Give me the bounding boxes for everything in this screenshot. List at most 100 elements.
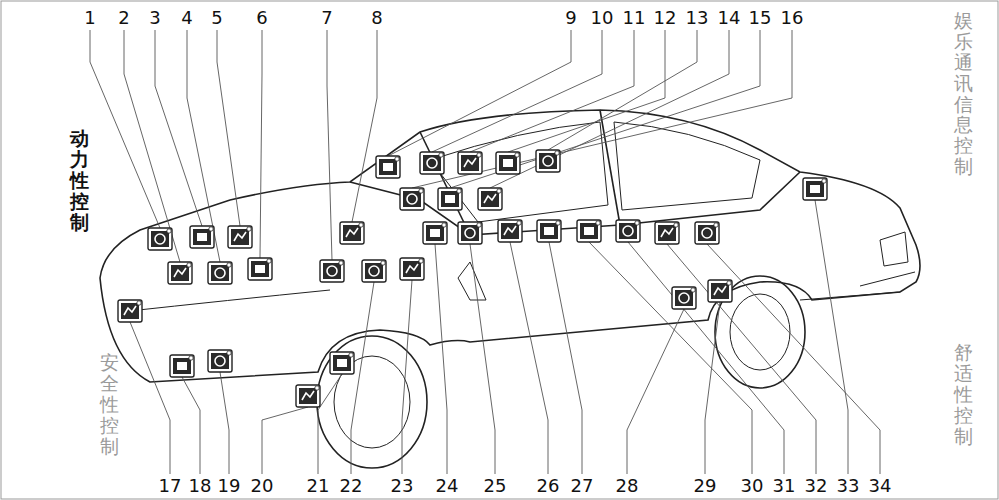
leader-line xyxy=(815,200,848,474)
function-icon xyxy=(168,262,192,284)
function-icon xyxy=(208,262,232,284)
leader-line xyxy=(352,30,377,222)
callout-number: 19 xyxy=(218,477,241,495)
leader-line xyxy=(262,407,308,474)
callout-number: 18 xyxy=(189,477,212,495)
callout-number: 11 xyxy=(623,9,646,27)
function-icon xyxy=(376,156,400,178)
function-icon xyxy=(296,385,320,407)
category-label: 安全性控制 xyxy=(100,352,119,456)
function-icon xyxy=(423,222,447,244)
function-icon xyxy=(803,178,827,200)
callout-number: 25 xyxy=(484,477,507,495)
callout-number: 30 xyxy=(741,477,764,495)
function-icon xyxy=(190,226,214,248)
callout-number: 2 xyxy=(118,9,129,27)
callout-number: 20 xyxy=(251,477,274,495)
callout-number: 8 xyxy=(371,9,382,27)
callout-number: 26 xyxy=(537,477,560,495)
leader-line xyxy=(124,30,180,262)
function-icon xyxy=(118,300,142,322)
callout-number: 9 xyxy=(565,9,576,27)
function-icon xyxy=(478,188,502,210)
leader-line xyxy=(707,244,880,474)
leader-line xyxy=(182,377,200,474)
leader-line xyxy=(402,280,412,474)
car-body xyxy=(100,110,920,468)
function-icon xyxy=(672,287,696,309)
callout-number: 21 xyxy=(307,477,330,495)
callout-number: 1 xyxy=(84,9,95,27)
leader-line xyxy=(548,30,697,150)
function-icon xyxy=(248,258,272,280)
function-icon xyxy=(695,222,719,244)
callout-number: 7 xyxy=(321,9,332,27)
callout-number: 29 xyxy=(694,477,717,495)
callout-number: 14 xyxy=(718,9,741,27)
leader-line xyxy=(470,244,495,474)
leader-line xyxy=(450,30,760,188)
function-icon xyxy=(496,152,520,174)
function-icon xyxy=(400,188,424,210)
function-icon xyxy=(170,355,194,377)
function-icon xyxy=(616,220,640,242)
function-icon xyxy=(458,222,482,244)
leader-line xyxy=(318,374,342,474)
leader-line xyxy=(667,244,816,474)
function-icon xyxy=(400,258,424,280)
leader-line xyxy=(628,242,784,474)
function-icon xyxy=(228,226,252,248)
function-icon xyxy=(655,222,679,244)
callout-number: 22 xyxy=(340,477,363,495)
callout-number: 24 xyxy=(436,477,459,495)
callout-number: 16 xyxy=(781,9,804,27)
function-icon xyxy=(340,222,364,244)
function-icon xyxy=(148,228,172,250)
leader-line xyxy=(549,242,582,474)
callout-number: 17 xyxy=(159,477,182,495)
callout-number: 10 xyxy=(591,9,614,27)
function-icon xyxy=(708,280,732,302)
function-icon xyxy=(420,152,444,174)
leader-line xyxy=(351,282,374,474)
leader-line xyxy=(470,30,634,152)
callout-number: 3 xyxy=(149,9,160,27)
callout-number: 23 xyxy=(391,477,414,495)
function-icon xyxy=(330,352,354,374)
leader-line xyxy=(705,302,720,474)
leader-line xyxy=(490,30,729,188)
function-icon xyxy=(577,220,601,242)
callout-number: 32 xyxy=(805,477,828,495)
callout-number: 33 xyxy=(837,477,860,495)
leader-line xyxy=(220,372,229,474)
callout-number: 4 xyxy=(181,9,192,27)
leader-line xyxy=(627,309,684,474)
leader-lines xyxy=(90,30,880,474)
function-icon xyxy=(320,260,344,282)
callout-number: 13 xyxy=(686,9,709,27)
leader-line xyxy=(90,30,160,228)
category-label: 舒适性控制 xyxy=(954,342,973,446)
category-label: 动力性控制 xyxy=(70,128,89,232)
leader-line xyxy=(187,30,220,262)
category-label: 娱乐通讯信息控制 xyxy=(954,10,973,177)
leader-line xyxy=(432,30,602,152)
leader-line xyxy=(327,30,332,260)
leader-line xyxy=(589,242,752,474)
callout-number: 31 xyxy=(773,477,796,495)
callout-number: 28 xyxy=(616,477,639,495)
leader-line xyxy=(130,322,170,474)
callout-number: 27 xyxy=(571,477,594,495)
function-icon xyxy=(537,220,561,242)
callout-number: 12 xyxy=(654,9,677,27)
function-icon xyxy=(458,152,482,174)
callout-number: 6 xyxy=(256,9,267,27)
leader-line xyxy=(510,242,548,474)
leader-line xyxy=(217,30,240,226)
function-icon xyxy=(438,188,462,210)
function-icon xyxy=(498,220,522,242)
callout-number: 15 xyxy=(749,9,772,27)
callout-number: 5 xyxy=(211,9,222,27)
